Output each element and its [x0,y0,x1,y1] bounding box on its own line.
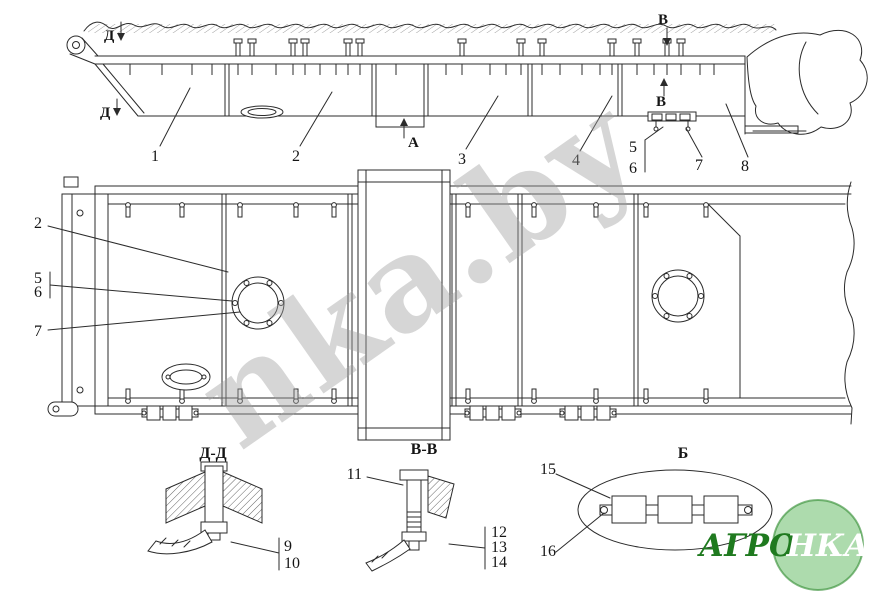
callout-16: 16 [540,543,556,560]
bolt-body-dd [204,465,224,523]
bottom-hatch-edge [647,111,697,132]
front-lug [66,35,99,65]
marker-d-top: Д [104,28,115,44]
callout-2: 2 [292,148,300,165]
detail-vv: В-В 11 12 13 14 [347,441,507,572]
marker-a-center: А [408,135,419,151]
callout-2-plan: 2 [34,215,42,232]
detail-dd-title: Д-Д [199,445,226,462]
callout-7-plan: 7 [34,323,42,340]
latch-plate-1 [611,495,647,524]
adjacent-frame-fragment [746,29,868,135]
logo-text-nka: НКА [786,528,870,564]
marker-d-bottom: Д [100,105,111,121]
hatch-circle-right [651,269,705,323]
callout-11: 11 [347,466,362,483]
callout-7: 7 [695,157,703,174]
callout-5-plan: 5 [34,270,42,287]
oval-hatch-edge [240,105,284,119]
center-chute [375,115,425,128]
detail-dd: Д-Д 9 10 [147,445,300,572]
callout-4: 4 [572,152,580,169]
side-view: Д Д В В А 1 2 3 4 5 6 7 [66,12,868,177]
oval-hatch [161,363,211,391]
marker-v-bottom: В [656,94,666,110]
detail-b-title: Б [678,445,689,462]
agronka-logo: АГРО НКА [697,499,870,591]
section-markers: Д Д В В А [100,12,671,151]
latch-bolt-right [744,506,752,514]
callout-6: 6 [629,160,637,177]
callout-10: 10 [284,555,300,572]
callout-6-plan: 6 [34,284,42,301]
plan-inner-structure [107,193,846,407]
detail-vv-title: В-В [411,441,438,458]
latch-plate-3 [703,495,739,524]
callout-5: 5 [629,139,637,156]
left-plate-section [165,471,206,524]
hatch-circle-left [231,276,285,330]
plan-view: 2 5 6 7 [34,169,855,441]
bolt-shank-vv [406,479,422,533]
bracket-section-vv [427,475,455,519]
marker-v-top: В [658,12,668,28]
detail-b-boundary [577,469,773,551]
callout-1: 1 [151,148,159,165]
torn-right-edge [843,181,855,425]
callout-3: 3 [458,151,466,168]
bolt-head-vv [399,469,429,481]
latch-plate-2 [657,495,693,524]
side-view-callouts: 1 2 3 4 5 6 7 8 [151,87,749,177]
top-left-tab [63,176,79,188]
logo-disc [772,499,864,591]
bottom-left-lug [47,401,79,417]
pan-seams [224,63,623,128]
right-plate-section [222,471,263,524]
callout-13: 13 [491,539,507,556]
plan-bolts [76,202,709,404]
callout-12: 12 [491,524,507,541]
top-bolts [129,38,715,76]
torn-edge-line [83,21,777,32]
collar-vv [401,531,427,542]
detail-b: Б 15 16 [540,445,773,560]
torn-section-hatch [88,24,776,33]
logo-text-agro: АГРО [697,528,796,564]
latch-bolt-left [600,506,608,514]
strap-vv [365,539,411,572]
corner-chamfer [707,203,741,237]
plan-view-callouts: 2 5 6 7 [34,215,241,340]
elevator-band [357,169,451,441]
strap-dd [147,529,213,555]
callout-9: 9 [284,538,292,555]
callout-8: 8 [741,158,749,175]
callout-14: 14 [491,554,507,571]
bolt-tip-vv [408,540,420,551]
callout-15: 15 [540,461,556,478]
